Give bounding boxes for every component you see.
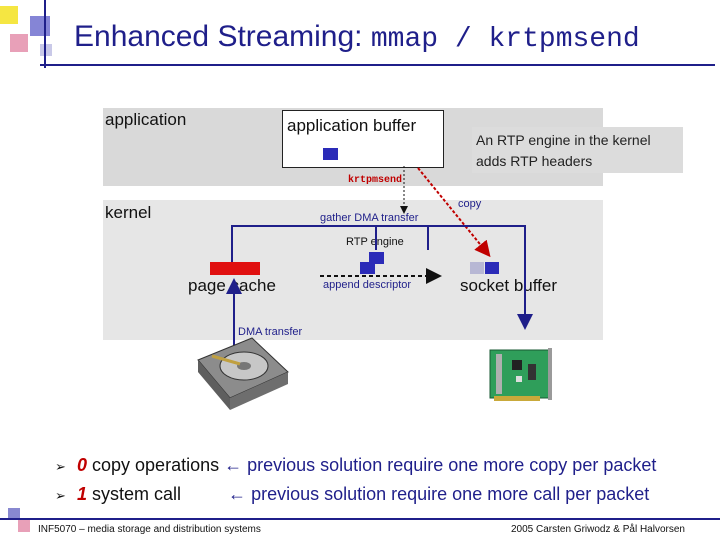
- application-label: application: [105, 110, 187, 129]
- footer-course: INF5070 – media storage and distribution…: [38, 524, 261, 535]
- krtpmsend-label: krtpmsend: [348, 175, 403, 186]
- network-card-icon: [489, 348, 552, 401]
- gather-dma-label: gather DMA transfer: [320, 212, 419, 224]
- footer-decor-square: [8, 508, 20, 520]
- title-vertical-rule: [44, 0, 46, 68]
- footer-authors: 2005 Carsten Griwodz & Pål Halvorsen: [511, 524, 685, 535]
- socket-buffer-header-block: [470, 262, 484, 274]
- note-line-1: An RTP engine in the kernel: [476, 132, 651, 148]
- app-buffer-data-block: [323, 148, 338, 160]
- bullet-marker-icon: ➢: [55, 459, 66, 474]
- title-text: Enhanced Streaming:: [74, 20, 363, 53]
- note-line-2: adds RTP headers: [476, 153, 593, 169]
- rtp-engine-note: An RTP engine in the kernel adds RTP hea…: [472, 127, 683, 173]
- footer-decor-square: [18, 520, 30, 532]
- application-buffer-box: [282, 110, 444, 168]
- application-buffer-label: application buffer: [287, 116, 417, 135]
- bullet-arrow: ←: [224, 455, 248, 475]
- bullet-rest: previous solution require one more call …: [251, 484, 650, 504]
- rtp-engine-label: RTP engine: [346, 236, 404, 248]
- bullet-emph: 0: [77, 455, 88, 475]
- rtp-header-block: [369, 252, 384, 264]
- decor-square: [0, 6, 18, 24]
- bullet-emph: 1: [77, 484, 88, 504]
- bullet-text: system call: [87, 484, 187, 504]
- decor-square: [10, 34, 28, 52]
- title-code: mmap / krtpmsend: [370, 24, 640, 55]
- page-cache-data-block: [210, 262, 260, 275]
- kernel-label: kernel: [105, 203, 152, 222]
- copy-arrow: [417, 167, 491, 258]
- socket-buffer-label: socket buffer: [460, 276, 558, 295]
- bullet-arrow: ←: [228, 484, 252, 504]
- dma-transfer-label: DMA transfer: [238, 326, 303, 338]
- title-rule: [40, 64, 715, 66]
- descriptor-block: [360, 262, 375, 274]
- bullet-rest: previous solution require one more copy …: [247, 455, 657, 475]
- bullet-item: ➢ 0 copy operations ← previous solution r…: [55, 455, 656, 476]
- append-descriptor-label: append descriptor: [323, 279, 412, 291]
- socket-buffer-data-block: [485, 262, 499, 274]
- decor-square: [40, 44, 52, 56]
- copy-label: copy: [458, 198, 482, 210]
- footer-rule: [0, 518, 720, 520]
- bullet-item: ➢ 1 system call ← previous solution requi…: [55, 484, 649, 505]
- hard-disk-icon: [197, 337, 289, 410]
- slide-title: Enhanced Streaming: mmap / krtpmsend: [74, 20, 640, 55]
- bullet-marker-icon: ➢: [55, 488, 66, 503]
- bullet-text: copy operations: [87, 455, 225, 475]
- gather-dma-path: [231, 225, 533, 330]
